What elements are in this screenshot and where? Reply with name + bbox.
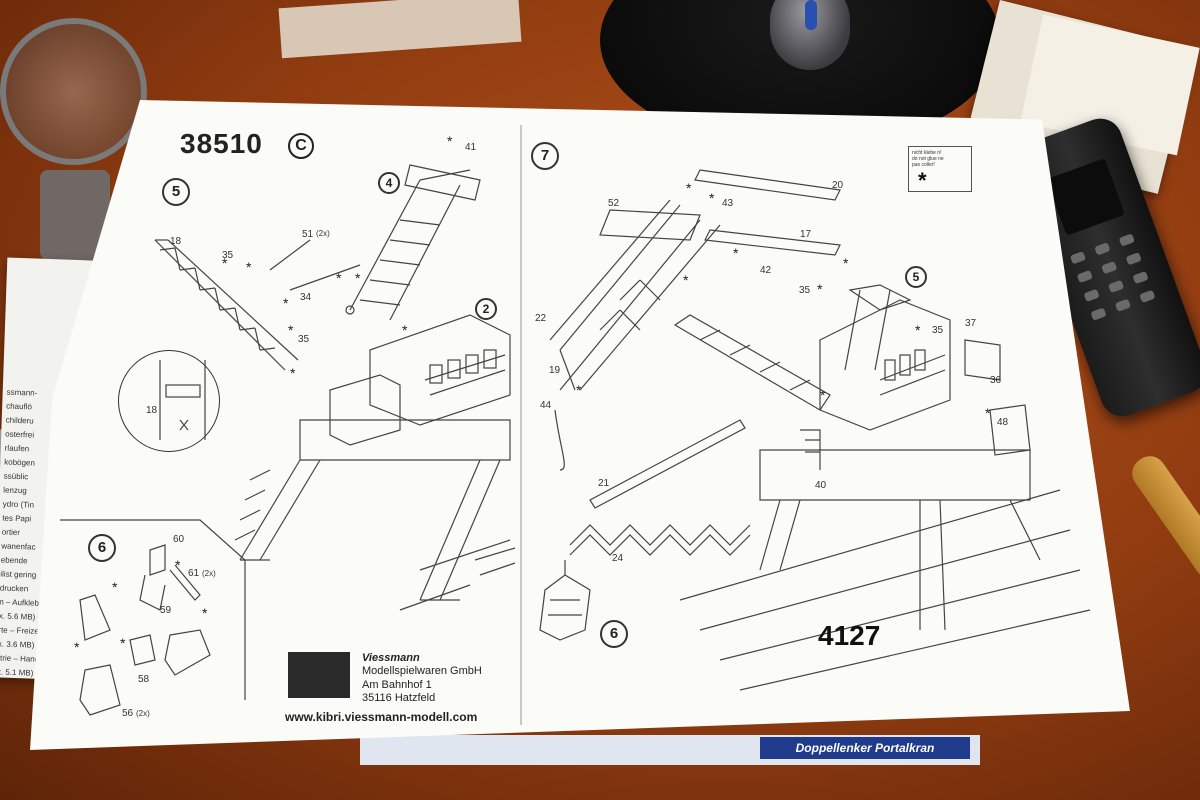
part-label: 52 xyxy=(608,198,620,209)
step-5-label: 5 xyxy=(162,178,190,206)
svg-text:*: * xyxy=(820,387,826,403)
boom-drawing-left xyxy=(154,239,299,371)
detail-circle xyxy=(118,350,220,452)
part-label: 21 xyxy=(598,478,610,489)
svg-text:*: * xyxy=(288,322,294,338)
part-label: 19 xyxy=(549,365,561,376)
svg-text:*: * xyxy=(355,270,361,286)
model-number: 4127 xyxy=(818,620,881,651)
website-url: www.kibri.viessmann-modell.com xyxy=(285,710,478,724)
part-label: 34 xyxy=(300,292,312,303)
part-label: 24 xyxy=(612,553,624,564)
sheet-fold-line xyxy=(520,125,522,725)
part-circle-label: 4 xyxy=(378,172,400,194)
svg-text:*: * xyxy=(202,605,208,621)
part-label: 35 xyxy=(222,250,234,261)
part-circle-label: 2 xyxy=(475,298,497,320)
step6-parts-left xyxy=(60,519,246,716)
svg-text:*: * xyxy=(686,180,692,196)
part-label: 48 xyxy=(997,417,1009,428)
brand-name: Viessmann xyxy=(362,652,420,664)
part-label: 43 xyxy=(722,198,734,209)
stairs-parts-right xyxy=(569,419,751,556)
cab-drawing-left xyxy=(234,314,516,611)
svg-text:*: * xyxy=(683,272,689,288)
company-name: Modellspielwaren GmbH xyxy=(362,665,482,677)
svg-text:*: * xyxy=(175,557,181,573)
svg-text:*: * xyxy=(336,270,342,286)
part-label: 37 xyxy=(965,318,977,329)
part-label: 18 xyxy=(146,405,158,416)
part-label: 35 xyxy=(932,325,944,336)
part-qty: (2x) xyxy=(136,709,150,718)
svg-text:*: * xyxy=(246,259,252,275)
product-code-letter: C xyxy=(288,133,314,159)
part-label: 58 xyxy=(138,674,150,685)
svg-text:*: * xyxy=(222,255,228,271)
svg-text:*: * xyxy=(733,245,739,261)
part-label: 35 xyxy=(298,334,310,345)
svg-text:*: * xyxy=(120,635,126,651)
part-label: 35 xyxy=(799,285,811,296)
svg-text:*: * xyxy=(843,255,849,271)
part-label: 18 xyxy=(170,236,182,247)
do-not-glue-text: nicht klebe n! do not glue ne pas coller… xyxy=(912,150,944,168)
svg-text:*: * xyxy=(915,322,921,338)
svg-text:*: * xyxy=(74,639,80,655)
svg-text:*: * xyxy=(447,133,453,149)
step-6-label: 6 xyxy=(88,534,116,562)
svg-text:*: * xyxy=(817,281,823,297)
step-7-label: 7 xyxy=(531,142,559,170)
part-label: 56 xyxy=(122,708,134,719)
boom-drawing-right xyxy=(549,169,841,471)
part-label: 41 xyxy=(465,142,477,153)
part-label: 22 xyxy=(535,313,547,324)
svg-text:*: * xyxy=(112,579,118,595)
svg-text:*: * xyxy=(402,322,408,338)
address-city: 35116 Hatzfeld xyxy=(362,692,436,704)
svg-text:*: * xyxy=(709,190,715,206)
grab-bucket-drawing xyxy=(539,560,591,641)
part-label: 60 xyxy=(173,534,185,545)
part-circle-label: 5 xyxy=(905,266,927,288)
part-label: 42 xyxy=(760,265,772,276)
viessmann-logo xyxy=(288,652,350,698)
part-label: 17 xyxy=(800,229,812,240)
svg-text:*: * xyxy=(576,382,582,398)
tower-drawing-left xyxy=(269,164,481,321)
asterisk-icon: * xyxy=(918,168,927,193)
magnifying-glass xyxy=(0,18,147,165)
part-label: 44 xyxy=(540,400,552,411)
mouse-wheel xyxy=(805,0,817,30)
step-6-right-label: 6 xyxy=(600,620,628,648)
part-label: 61 xyxy=(188,568,200,579)
part-label: 51 xyxy=(302,229,314,240)
product-code: 38510 xyxy=(180,128,263,159)
box-label: Doppellenker Portalkran xyxy=(760,737,970,759)
do-not-glue-box xyxy=(908,146,972,192)
part-qty: (2x) xyxy=(202,569,216,578)
svg-text:*: * xyxy=(290,365,296,381)
part-label: 20 xyxy=(832,180,844,191)
crane-drawing-right xyxy=(673,284,1091,691)
address-street: Am Bahnhof 1 xyxy=(362,679,432,691)
svg-text:*: * xyxy=(283,295,289,311)
part-label: 59 xyxy=(160,605,172,616)
part-qty: (2x) xyxy=(316,229,330,238)
part-label: 40 xyxy=(815,480,827,491)
part-label: 36 xyxy=(990,375,1002,386)
svg-text:*: * xyxy=(985,405,991,421)
